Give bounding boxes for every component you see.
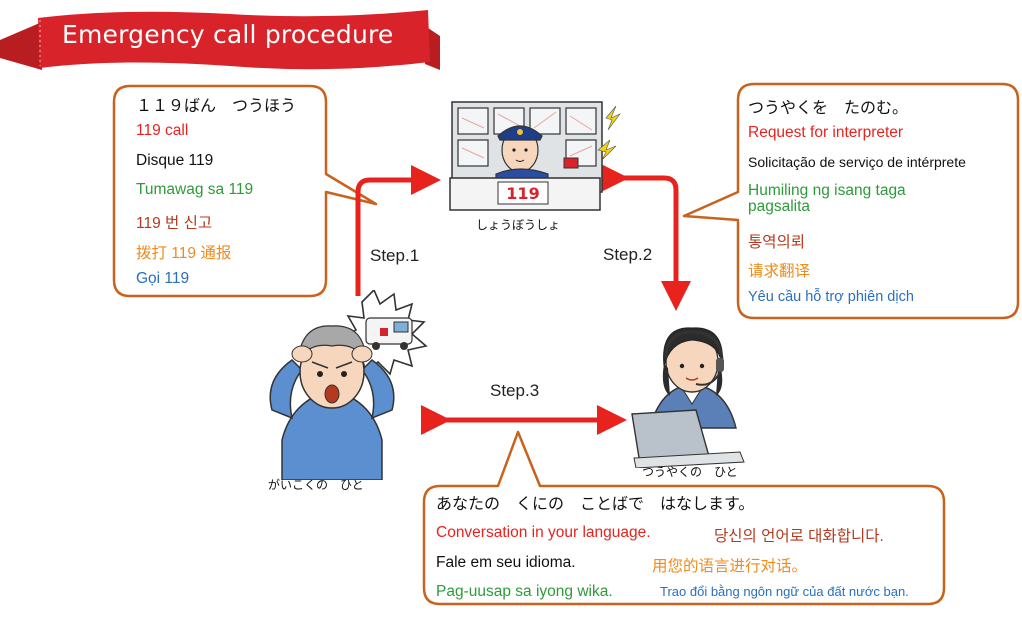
step1-label: Step.1 <box>370 246 420 265</box>
bubble-left-line-4: 119 번 신고 <box>136 215 213 232</box>
fire-station-illustration: 119 <box>449 101 621 211</box>
bubble-left-line-1: 119 call <box>136 122 189 139</box>
bubble-right-heading: つうやくを たのむ。 <box>748 98 909 117</box>
bubble-bottom-line-1: Conversation in your language. <box>436 524 651 541</box>
bubble-left-line-5: 拨打 119 通报 <box>136 245 232 262</box>
bubble-left-heading: １１９ばん つうほう <box>136 96 297 115</box>
station-sign-text: 119 <box>506 184 539 203</box>
bubble-left-frame <box>112 84 378 298</box>
bubble-bottom-line-4: 用您的语言进行对话。 <box>652 558 808 575</box>
fire-station-caption: しょうぼうしょ <box>476 218 561 232</box>
bubble-right-line-2: Solicitação de serviço de intérprete <box>748 154 966 170</box>
foreigner-caption: がいこくの ひと <box>268 478 364 492</box>
step3-label: Step.3 <box>490 381 540 400</box>
bubble-right-line-6: Yêu cầu hỗ trợ phiên dịch <box>748 289 914 305</box>
title-ribbon <box>0 10 440 70</box>
bubble-left-line-2: Disque 119 <box>136 152 214 169</box>
bubble-bottom-line-5: Pag-uusap sa iyong wika. <box>436 583 613 600</box>
bubble-right-line-3: Humiling ng isang taga pagsalita <box>748 182 906 215</box>
bubble-bottom-line-3: Fale em seu idioma. <box>436 554 576 571</box>
bubble-left-line-3: Tumawag sa 119 <box>136 181 254 198</box>
step2-label: Step.2 <box>603 245 653 264</box>
bubble-bottom-frame <box>422 430 946 606</box>
page-title: Emergency call procedure <box>62 20 394 49</box>
bubble-right-frame <box>682 82 1020 320</box>
bubble-left-line-6: Gọi 119 <box>136 270 190 287</box>
step2-arrow <box>599 163 691 311</box>
bubble-bottom-line-6: Trao đổi bằng ngôn ngữ của đất nước bạn. <box>660 584 909 599</box>
bubble-right-line-5: 请求翻译 <box>748 263 811 280</box>
bubble-bottom-heading: あなたの くにの ことばで はなします。 <box>436 494 755 513</box>
bubble-right-line-1: Request for interpreter <box>748 124 904 141</box>
interpreter-caption: つうやくの ひと <box>642 465 738 479</box>
bubble-bottom-line-2: 당신의 언어로 대화합니다. <box>714 528 884 545</box>
interpreter-illustration <box>631 327 745 468</box>
step1-arrow <box>355 165 441 296</box>
bubble-right-line-4: 통역의뢰 <box>748 234 806 251</box>
foreigner-illustration <box>269 290 428 480</box>
